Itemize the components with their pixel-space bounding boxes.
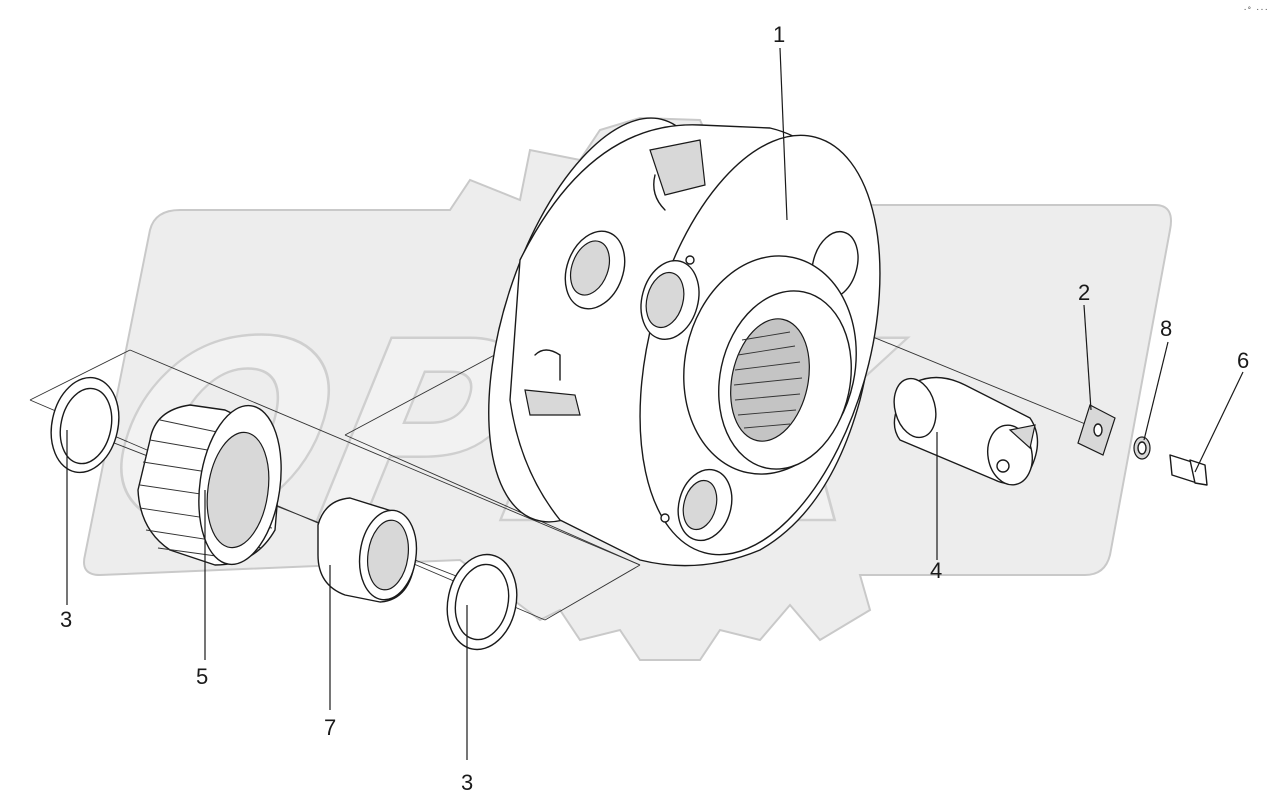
callout-6: 6 xyxy=(1237,348,1249,373)
callout-5: 5 xyxy=(196,664,208,689)
lock-plate xyxy=(1077,404,1116,456)
spring-washer xyxy=(1133,436,1151,460)
callout-2: 2 xyxy=(1078,280,1090,305)
planet-axle xyxy=(893,376,1039,486)
callout-4: 4 xyxy=(930,558,942,583)
bolt xyxy=(1169,454,1208,486)
callout-3-left: 3 xyxy=(60,607,72,632)
planet-carrier xyxy=(488,117,881,567)
bushing xyxy=(317,497,418,603)
thrust-washer-left xyxy=(50,376,120,474)
callout-7: 7 xyxy=(324,715,336,740)
callout-3-right: 3 xyxy=(461,770,473,795)
callouts: 1 2 8 6 4 3 5 7 3 xyxy=(60,22,1249,795)
callout-8: 8 xyxy=(1160,316,1172,341)
callout-leaders xyxy=(66,47,1244,760)
corner-mark: ·° ··· xyxy=(1243,6,1268,14)
thrust-washer-right xyxy=(446,553,518,651)
callout-1: 1 xyxy=(773,22,785,47)
planet-gear xyxy=(137,404,282,566)
